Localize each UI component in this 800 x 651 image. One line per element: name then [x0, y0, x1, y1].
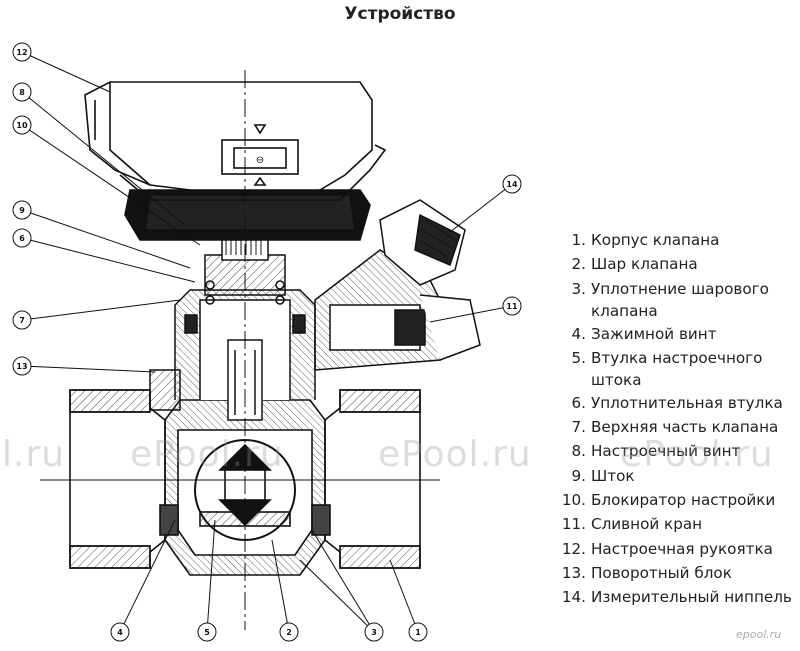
diagram-title: Устройство — [344, 4, 456, 24]
legend-item: 9.Шток — [548, 464, 800, 488]
callout-label: 5 — [204, 628, 210, 637]
legend-number: 5. — [571, 348, 587, 367]
callout-7: 7 — [12, 310, 32, 330]
legend-number: 2. — [571, 255, 587, 274]
callout-label: 10 — [16, 121, 28, 130]
legend-item: 13. Поворотный блок — [548, 561, 800, 585]
callout-label: 4 — [117, 628, 123, 637]
callout-markers: 12 8 10 9 6 7 13 14 11 4 5 2 3 1 — [12, 42, 522, 642]
callout-13: 13 — [12, 356, 32, 376]
callout-label: 9 — [19, 206, 25, 215]
callout-circle — [12, 82, 32, 102]
svg-text:⊖: ⊖ — [256, 155, 264, 166]
legend-item: 12. Настроечная рукоятка — [548, 537, 800, 561]
callout-6: 6 — [12, 228, 32, 248]
legend-text: Втулка настроечного штока — [591, 348, 763, 389]
legend-item: 11. Сливной кран — [548, 512, 800, 536]
callout-circle — [12, 228, 32, 248]
site-badge: epool.ru — [736, 628, 782, 641]
legend-item: 4.Зажимной винт — [548, 322, 800, 346]
callout-circle — [502, 174, 522, 194]
callout-label: 7 — [19, 316, 25, 325]
callout-10: 10 — [12, 115, 32, 135]
legend-number: 8. — [571, 442, 587, 461]
upper-body — [149, 214, 316, 421]
legend-item: 14. Измерительный ниппель — [548, 585, 800, 609]
watermark-1: l.ru — [2, 434, 66, 475]
callout-label: 11 — [506, 302, 518, 311]
legend-number: 10. — [561, 491, 586, 510]
legend-item: 6.Уплотнительная втулка — [548, 391, 800, 415]
callout-label: 14 — [506, 180, 518, 189]
watermark-2: ePool.ru — [130, 434, 284, 475]
callout-1: 1 — [408, 622, 428, 642]
callout-5: 5 — [197, 622, 217, 642]
legend-text: Уплотнительная втулка — [591, 393, 783, 412]
callout-14: 14 — [502, 174, 522, 194]
callout-label: 13 — [16, 362, 27, 371]
legend-number: 6. — [571, 393, 587, 412]
legend-text: Зажимной винт — [591, 324, 717, 343]
legend-number: 7. — [571, 418, 587, 437]
legend-number: 12. — [561, 539, 586, 558]
callout-circle — [279, 622, 299, 642]
callout-circle — [12, 310, 32, 330]
legend-item: 7.Верхняя часть клапана — [548, 415, 800, 439]
callout-label: 3 — [371, 628, 377, 637]
callout-circle — [364, 622, 384, 642]
legend-number: 9. — [571, 466, 587, 485]
callout-circle — [197, 622, 217, 642]
callout-circle — [12, 200, 32, 220]
center-lines — [40, 70, 440, 630]
legend-text: Настроечный винт — [591, 442, 741, 461]
adjustment-handle: ⊖ — [84, 81, 387, 241]
legend-text: Настроечная рукоятка — [591, 539, 773, 558]
callout-circle — [12, 42, 32, 62]
callout-circle — [502, 296, 522, 316]
callout-11: 11 — [502, 296, 522, 316]
legend-text: Корпус клапана — [591, 231, 720, 249]
legend-text: Уплотнение шарового клапана — [591, 279, 769, 320]
callout-label: 6 — [19, 234, 25, 243]
callout-9: 9 — [12, 200, 32, 220]
legend-text: Шар клапана — [591, 255, 698, 274]
callout-circle — [408, 622, 428, 642]
callout-label: 8 — [19, 88, 25, 97]
legend-text: Шток — [591, 466, 635, 485]
legend-item: 8.Настроечный винт — [548, 439, 800, 463]
legend-number: 4. — [571, 324, 587, 343]
callout-label: 1 — [415, 628, 421, 637]
callout-label: 2 — [286, 628, 292, 637]
callout-4: 4 — [110, 622, 130, 642]
callout-circle — [12, 115, 32, 135]
callout-8: 8 — [12, 82, 32, 102]
legend-number: 1. — [571, 231, 587, 249]
side-ports — [314, 199, 481, 371]
legend-text: Сливной кран — [591, 515, 703, 534]
legend-text: Верхняя часть клапана — [591, 418, 779, 437]
watermark-3: ePool.ru — [378, 434, 532, 475]
callout-label: 12 — [16, 48, 27, 57]
legend-item: 5.Втулка настроечного штока — [548, 346, 800, 391]
legend-item: 1.Корпус клапана — [548, 228, 800, 252]
callout-circle — [12, 356, 32, 376]
legend-number: 11. — [561, 515, 586, 534]
callout-12: 12 — [12, 42, 32, 62]
callout-circle — [110, 622, 130, 642]
legend-number: 3. — [571, 279, 587, 298]
legend-number: 14. — [561, 588, 586, 607]
legend-item: 3.Уплотнение шарового клапана — [548, 277, 800, 322]
leader-lines — [21, 51, 513, 633]
legend-item: 10. Блокиратор настройки — [548, 488, 800, 512]
legend-text: Поворотный блок — [591, 563, 732, 582]
legend-text: Блокиратор настройки — [591, 491, 776, 510]
legend-item: 2.Шар клапана — [548, 252, 800, 276]
legend-text: Измерительный ниппель — [591, 588, 792, 607]
callout-2: 2 — [279, 622, 299, 642]
watermark-4: ePool.ru — [620, 434, 774, 475]
legend-number: 13. — [561, 563, 586, 582]
callout-3: 3 — [364, 622, 384, 642]
